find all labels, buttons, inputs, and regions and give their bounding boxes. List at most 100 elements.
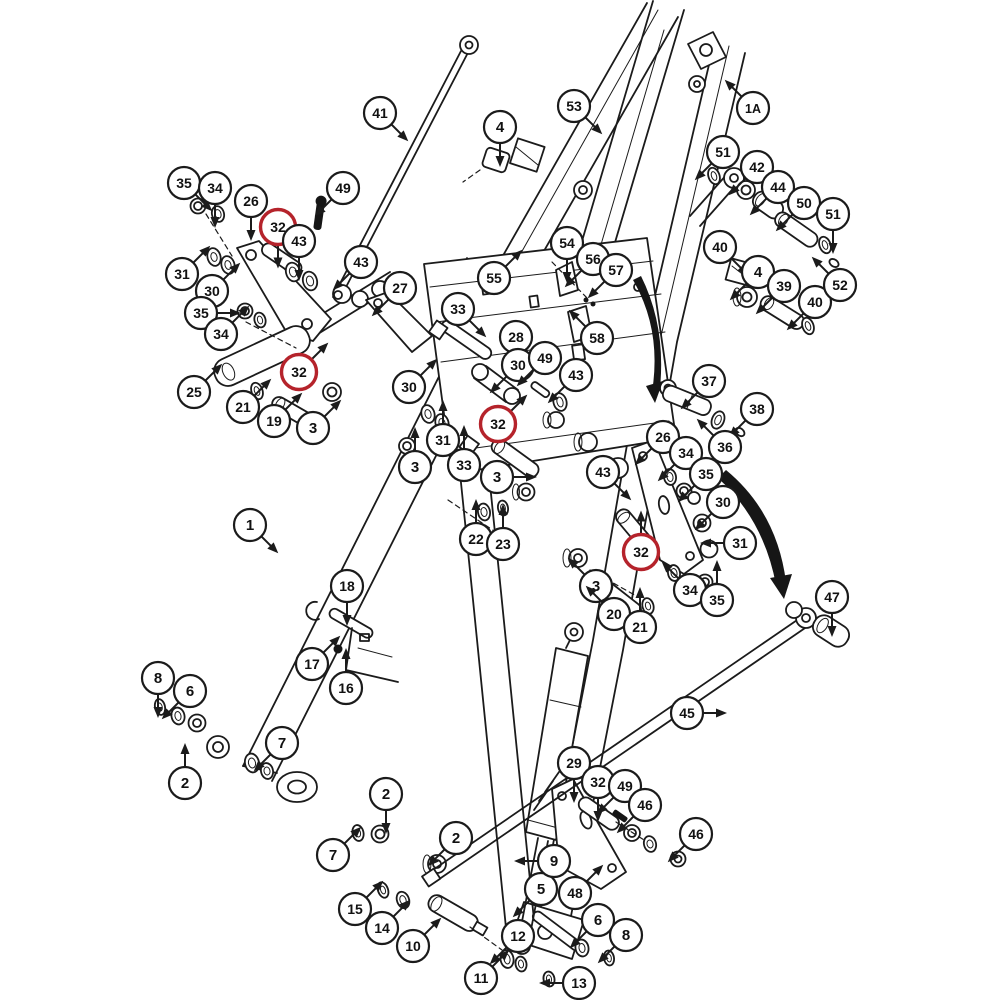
motion-arrow-right-icon [718,470,792,599]
callout-8: 8 [140,660,176,718]
callout-leader-line [495,946,508,959]
callout-leader-line [602,796,615,809]
callout-arrowhead [635,587,645,598]
callout-circle-icon [397,449,433,485]
callout-number: 18 [339,578,355,594]
callout-arrowhead [587,287,599,299]
callout-number: 46 [637,797,653,813]
callout-43: 43 [547,357,594,404]
callout-leader-line [585,870,598,883]
callout-arrowhead [636,510,646,522]
callout-circle-icon [197,170,233,206]
callout-circle-icon [735,90,771,126]
callout-33: 33 [446,425,482,483]
callout-circle-icon [256,403,292,439]
callout-46: 46 [616,787,663,834]
callout-circle-icon [446,447,482,483]
callout-leader-line [574,315,587,328]
callout-arrowhead [229,262,241,274]
callout-34: 34 [197,170,233,228]
callout-leader-line [260,535,273,548]
callout-number: 32 [633,544,649,560]
highlight-ring-icon [621,532,661,572]
callout-52: 52 [811,256,858,303]
callout-leader-line [755,197,768,210]
callout-arrowhead [471,499,481,510]
callout-circle-icon [176,374,212,410]
callout-number: 52 [832,277,848,293]
callout-arrowhead [597,952,609,964]
callout-number: 4 [496,119,505,136]
callout-leader-line [253,384,266,397]
callout-circle-icon [699,582,735,618]
callout-number: 34 [678,445,694,461]
callout-number: 40 [807,294,823,310]
callout-circle-icon [797,284,833,320]
callout-arrowhead [314,205,326,217]
callout-number: 49 [335,180,351,196]
callout-arrowhead [372,880,384,892]
callout-number: 16 [338,680,354,696]
callout-leader-line [323,405,336,418]
callout-50: 50 [775,185,822,232]
callout-arrowhead [238,305,250,317]
callout-circle-icon [627,787,663,823]
callout-circle-icon [766,268,802,304]
highlight-ring-icon [279,352,319,392]
callout-32-highlighted: 32 [621,510,661,572]
callout-number: 33 [456,457,472,473]
callout-circle-icon [440,291,476,327]
callout-circle-icon [364,910,400,946]
callout-arrowhead [616,822,628,834]
callout-arrowhead [680,398,692,410]
callout-number: 56 [585,251,601,267]
callout-arrowhead [273,257,283,269]
callout-circle-icon [549,225,585,261]
callout-number: 3 [309,420,317,437]
callout-35: 35 [699,560,735,618]
callout-number: 15 [347,901,363,917]
callout-number: 32 [590,774,606,790]
callout-circle-icon [707,429,743,465]
callout-circle-icon [579,320,615,356]
callout-45: 45 [669,695,727,731]
callout-leader-line [322,641,335,654]
callout-arrowhead [694,519,706,531]
callout-22: 22 [458,499,494,557]
callout-arrowhead [657,470,669,482]
callout-circle-icon [814,579,850,615]
callout-21: 21 [225,378,272,425]
callout-leader-line [640,447,653,460]
callout-arrowhead [696,418,708,430]
callout-43: 43 [332,244,379,291]
callout-arrowhead [700,538,711,548]
callout-53: 53 [556,88,603,135]
callout-arrowhead [716,708,727,718]
callout-number: 13 [571,975,587,991]
callout-number: 8 [154,670,162,687]
callout-arrowhead [569,792,579,803]
callout-31: 31 [425,400,461,458]
callout-leader-line [817,262,830,275]
callout-number: 20 [606,606,622,622]
callout-19: 19 [256,392,303,439]
callout-leader-line [192,251,205,264]
callout-51: 51 [694,134,741,181]
callout-number: 35 [193,305,209,321]
callout-arrowhead [294,270,304,281]
callout-arrowhead [153,707,163,718]
callout-43: 43 [585,454,632,501]
callout-number: 44 [770,179,786,195]
callout-number: 33 [450,301,466,317]
callout-circle-icon [622,609,658,645]
callout-number: 32 [490,416,506,432]
callout-number: 30 [715,494,731,510]
callout-leader-line [593,280,606,293]
callout-number: 21 [235,399,251,415]
callout-arrowhead [317,342,329,354]
callout-31: 31 [700,525,758,561]
callout-leader-line [419,364,432,377]
callout-arrowhead [161,708,173,720]
callout-number: 37 [701,373,717,389]
callout-circle-icon [183,295,219,331]
